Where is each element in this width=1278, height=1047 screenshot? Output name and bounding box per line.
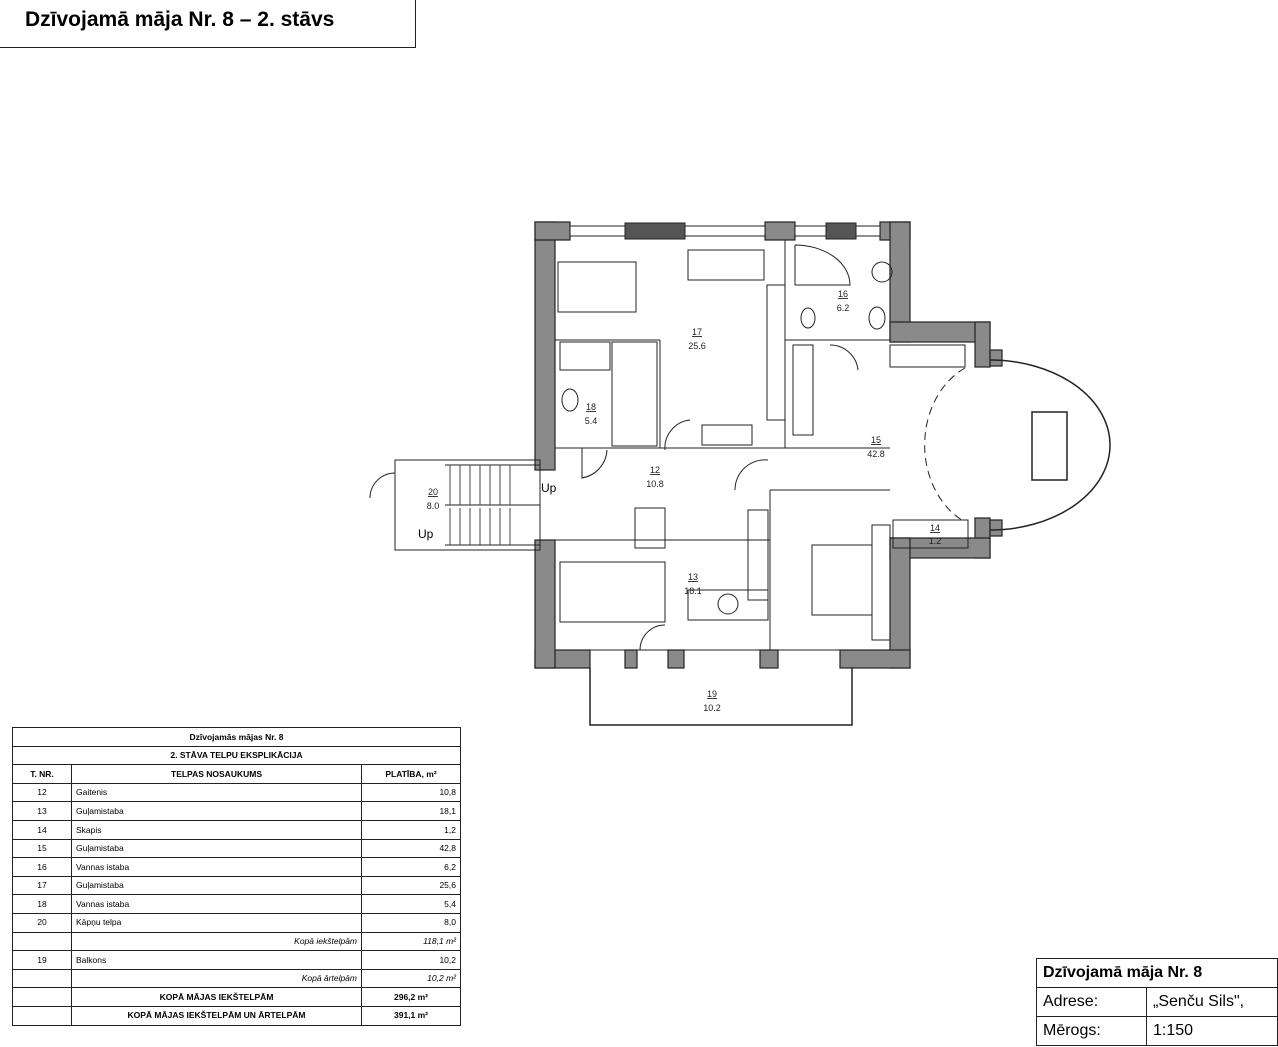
address-label: Adrese: xyxy=(1035,987,1148,1017)
room-13-area: 18.1 xyxy=(684,586,702,596)
room-12-area: 10.8 xyxy=(646,479,664,489)
room-17-no: 17 xyxy=(692,327,702,337)
room-explication-table: Dzīvojamās mājas Nr. 8 2. STĀVA TELPU EK… xyxy=(12,727,461,1026)
room-16-area: 6.2 xyxy=(837,303,850,313)
room-18-no: 18 xyxy=(586,402,596,412)
windows xyxy=(569,222,881,240)
room-14-no: 14 xyxy=(930,523,940,533)
room-20-area: 8.0 xyxy=(427,501,440,511)
scale-value: 1:150 xyxy=(1146,1016,1278,1046)
room-15-area: 42.8 xyxy=(867,449,885,459)
room-labels: 17 25.6 16 6.2 18 5.4 12 10.8 20 8.0 15 … xyxy=(418,289,941,713)
walls xyxy=(534,221,1003,669)
stamp-title: Dzīvojamā māja Nr. 8 xyxy=(1036,958,1278,988)
address-value: „Senču Sils", xyxy=(1146,987,1278,1017)
room-17-area: 25.6 xyxy=(688,341,706,351)
scale-label: Mērogs: xyxy=(1035,1016,1148,1046)
room-15-no: 15 xyxy=(871,435,881,445)
room-18-area: 5.4 xyxy=(585,416,598,426)
room-16-no: 16 xyxy=(838,289,848,299)
title-block: Dzīvojamā māja Nr. 8 Adrese:„Senču Sils"… xyxy=(1035,958,1278,1046)
room-13-no: 13 xyxy=(688,572,698,582)
header-no: T. NR. xyxy=(12,764,72,784)
header-area: PLATĪBA, m² xyxy=(361,764,461,784)
interior-walls xyxy=(369,240,1111,726)
room-19-area: 10.2 xyxy=(703,703,721,713)
room-14-area: 1.2 xyxy=(929,536,942,546)
table-title: Dzīvojamās mājas Nr. 8 xyxy=(12,727,461,747)
stair-up-label-2: Up xyxy=(418,527,434,541)
sheet-title: Dzīvojamā māja Nr. 8 – 2. stāvs xyxy=(0,0,416,48)
room-20-no: 20 xyxy=(428,487,438,497)
header-name: TELPAS NOSAUKUMS xyxy=(71,764,362,784)
room-12-no: 12 xyxy=(650,465,660,475)
room-19-no: 19 xyxy=(707,689,717,699)
table-subtitle: 2. STĀVA TELPU EKSPLIKĀCIJA xyxy=(12,745,461,766)
stair-up-label-1: Up xyxy=(541,481,557,495)
